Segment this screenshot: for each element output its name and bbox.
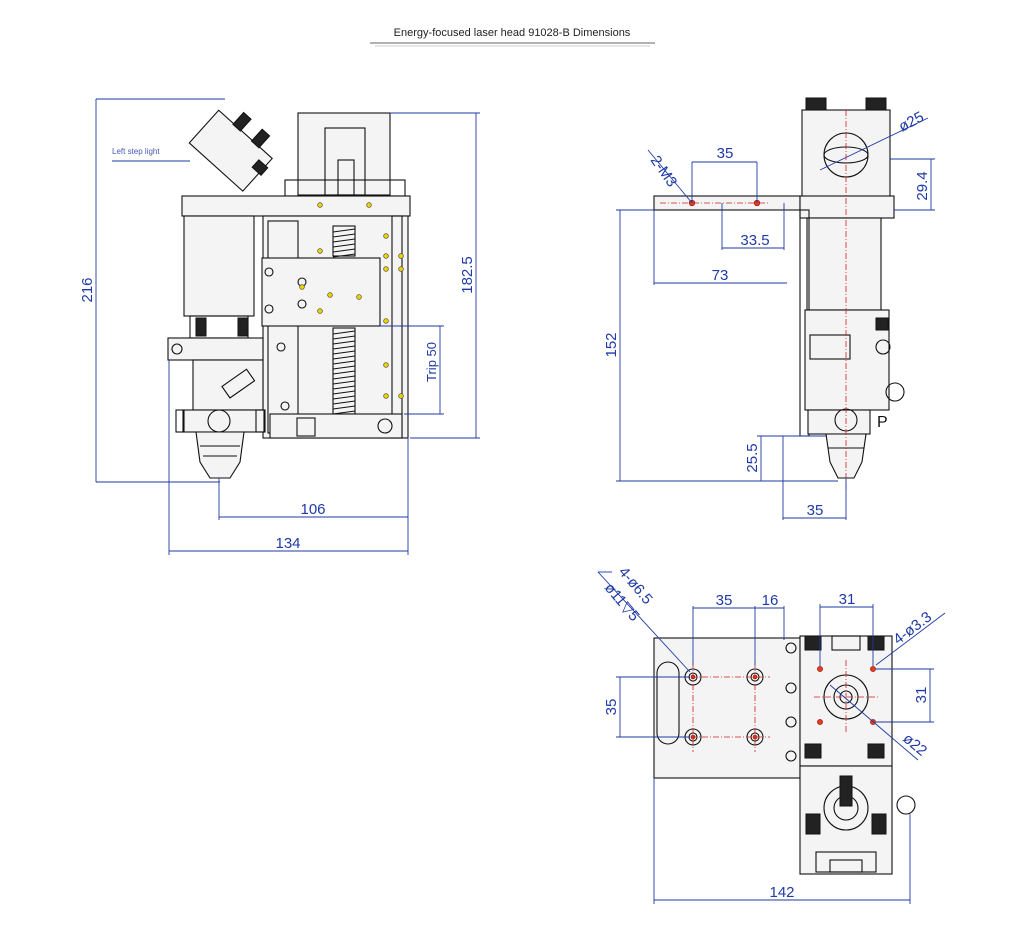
dim-134: 134 <box>275 535 300 552</box>
side-dim-35-bottom: 35 <box>807 502 824 519</box>
dim-182-5: 182.5 <box>459 256 476 294</box>
top-dim-4-phi3-3: 4-ø3.3 <box>890 609 935 649</box>
top-dim-35-h: 35 <box>716 592 733 609</box>
top-dim-35-v: 35 <box>603 699 620 716</box>
top-dim-31-h: 31 <box>839 591 856 608</box>
top-dim-16: 16 <box>762 592 779 609</box>
dim-trip: Trip 50 <box>424 342 439 382</box>
top-view-dimensions: 35 16 31 4-ø3.3 4-ø6.5 ø11▽5 35 31 ø22 1… <box>597 564 946 904</box>
side-dim-29-4: 29.4 <box>914 171 931 200</box>
top-dim-142: 142 <box>769 884 794 901</box>
front-view-dimensions: 216 182.5 Trip 50 106 134 Left step ligh… <box>79 98 480 555</box>
front-view <box>167 109 411 479</box>
drawing-title: Energy-focused laser head 91028-B Dimens… <box>394 27 631 39</box>
side-dim-2m3: 2-M3 <box>647 153 681 191</box>
side-dim-33-5: 33.5 <box>740 232 769 249</box>
top-dim-phi22: ø22 <box>899 730 930 760</box>
side-label-p: P <box>877 414 888 431</box>
leadscrew-threads <box>332 228 356 415</box>
side-dim-25-5: 25.5 <box>744 443 761 472</box>
side-dim-35-top: 35 <box>717 145 734 162</box>
side-dim-152: 152 <box>603 332 620 357</box>
left-step-light-note: Left step light <box>112 147 160 156</box>
side-view: P <box>653 97 905 490</box>
side-dim-73: 73 <box>712 267 729 284</box>
dim-216: 216 <box>79 277 96 302</box>
fixing-dots <box>299 202 404 399</box>
top-view <box>653 635 916 875</box>
dim-106: 106 <box>300 501 325 518</box>
top-dim-31-v: 31 <box>913 687 930 704</box>
